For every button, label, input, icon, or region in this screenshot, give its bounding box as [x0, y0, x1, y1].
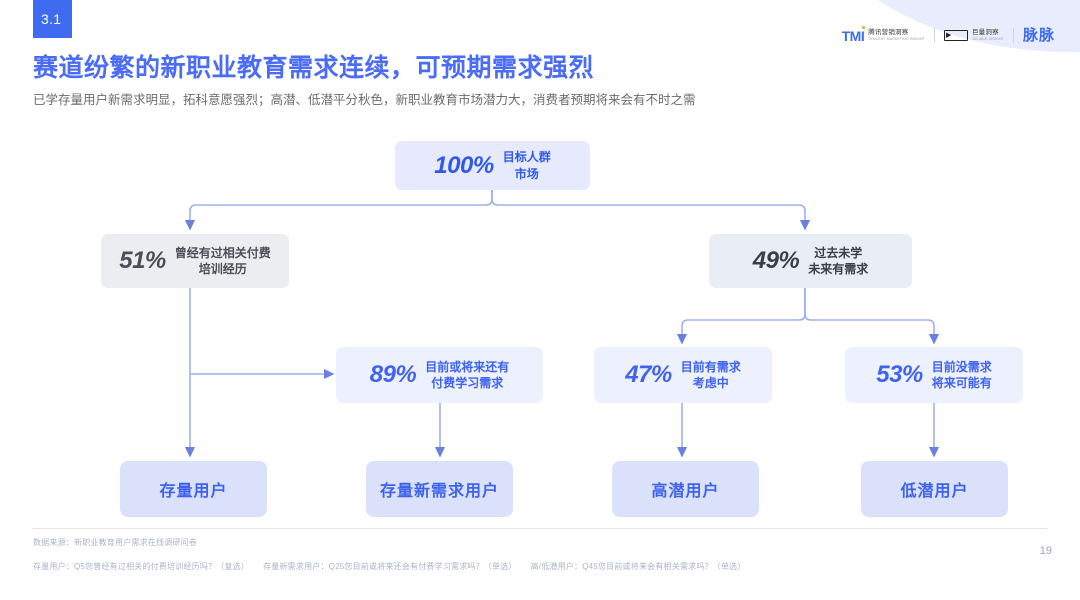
node-paid[interactable]: 51% 曾经有过相关付费 培训经历	[101, 234, 289, 288]
question-note-2: 存量新需求用户：Q25您目前或将来还会有付费学习需求吗？（单选）	[263, 562, 517, 571]
question-notes: 存量用户：Q5您曾经有过相关的付费培训经历吗？（复选） 存量新需求用户：Q25您…	[33, 561, 746, 572]
node-high-potential-percent: 47%	[625, 361, 672, 388]
node-low-potential-label: 目前没需求 将来可能有	[931, 359, 992, 390]
node-root[interactable]: 100% 目标人群 市场	[395, 141, 590, 190]
node-new-demand-label: 目前或将来还有 付费学习需求	[425, 359, 510, 390]
logo-divider-2	[1012, 28, 1014, 43]
node-unpaid[interactable]: 49% 过去未学 未来有需求	[709, 234, 912, 288]
brand-logo-group: TMI 腾讯营销洞察 TENCENT MARKETING INSIGHT ▶ 巨…	[841, 25, 1055, 44]
leaf-low-potential-users[interactable]: 低潜用户	[861, 461, 1008, 517]
node-high-potential-label: 目前有需求 考虑中	[680, 359, 741, 390]
juliang-logo-text: 巨量洞察 JULIANG INSIGHT	[971, 28, 1004, 41]
node-unpaid-percent: 49%	[752, 247, 800, 274]
juliang-logo-en: JULIANG INSIGHT	[971, 36, 1004, 41]
tmi-logo: TMI 腾讯营销洞察 TENCENT MARKETING INSIGHT	[841, 25, 925, 44]
section-number-chip: 3.1	[33, 0, 72, 38]
page-number: 19	[1039, 545, 1052, 557]
question-note-1: 存量用户：Q5您曾经有过相关的付费培训经历吗？（复选）	[33, 562, 250, 571]
node-root-percent: 100%	[434, 151, 494, 179]
node-paid-percent: 51%	[119, 247, 166, 274]
tmi-wordmark-text: TMI	[841, 27, 865, 44]
tmi-dot-icon	[862, 25, 866, 29]
node-root-label: 目标人群 市场	[502, 150, 551, 181]
juliang-logo-cn: 巨量洞察	[971, 28, 999, 36]
node-unpaid-label: 过去未学 未来有需求	[808, 245, 869, 276]
tmi-logo-text: 腾讯营销洞察 TENCENT MARKETING INSIGHT	[868, 28, 925, 41]
footer-divider	[33, 528, 1047, 529]
leaf-existing-users[interactable]: 存量用户	[120, 461, 267, 517]
leaf-existing-new-demand-users[interactable]: 存量新需求用户	[366, 461, 513, 517]
tmi-logo-en: TENCENT MARKETING INSIGHT	[868, 36, 925, 41]
page-subtitle: 已学存量用户新需求明显，拓科意愿强烈；高潜、低潜平分秋色，新职业教育市场潜力大，…	[33, 93, 696, 107]
tmi-wordmark: TMI	[841, 25, 866, 44]
node-low-potential[interactable]: 53% 目前没需求 将来可能有	[845, 347, 1023, 403]
node-high-potential[interactable]: 47% 目前有需求 考虑中	[594, 347, 772, 403]
tmi-logo-cn: 腾讯营销洞察	[868, 28, 909, 36]
juliang-logo: ▶ 巨量洞察 JULIANG INSIGHT	[943, 28, 1004, 41]
node-paid-label: 曾经有过相关付费 培训经历	[174, 245, 271, 276]
node-new-demand[interactable]: 89% 目前或将来还有 付费学习需求	[336, 347, 543, 403]
question-note-3: 高/低潜用户：Q45您目前或将来会有相关需求吗？（单选）	[530, 562, 746, 571]
node-new-demand-percent: 89%	[369, 361, 417, 388]
logo-divider-1	[933, 28, 935, 43]
node-low-potential-percent: 53%	[876, 361, 923, 388]
leaf-high-potential-users[interactable]: 高潜用户	[612, 461, 759, 517]
maimai-logo: 脉脉	[1022, 27, 1055, 44]
data-source-note: 数据来源：新职业教育用户需求在线调研问卷	[33, 538, 197, 547]
juliang-mark-icon: ▶	[943, 30, 968, 41]
page-title: 赛道纷繁的新职业教育需求连续，可预期需求强烈	[33, 54, 595, 82]
